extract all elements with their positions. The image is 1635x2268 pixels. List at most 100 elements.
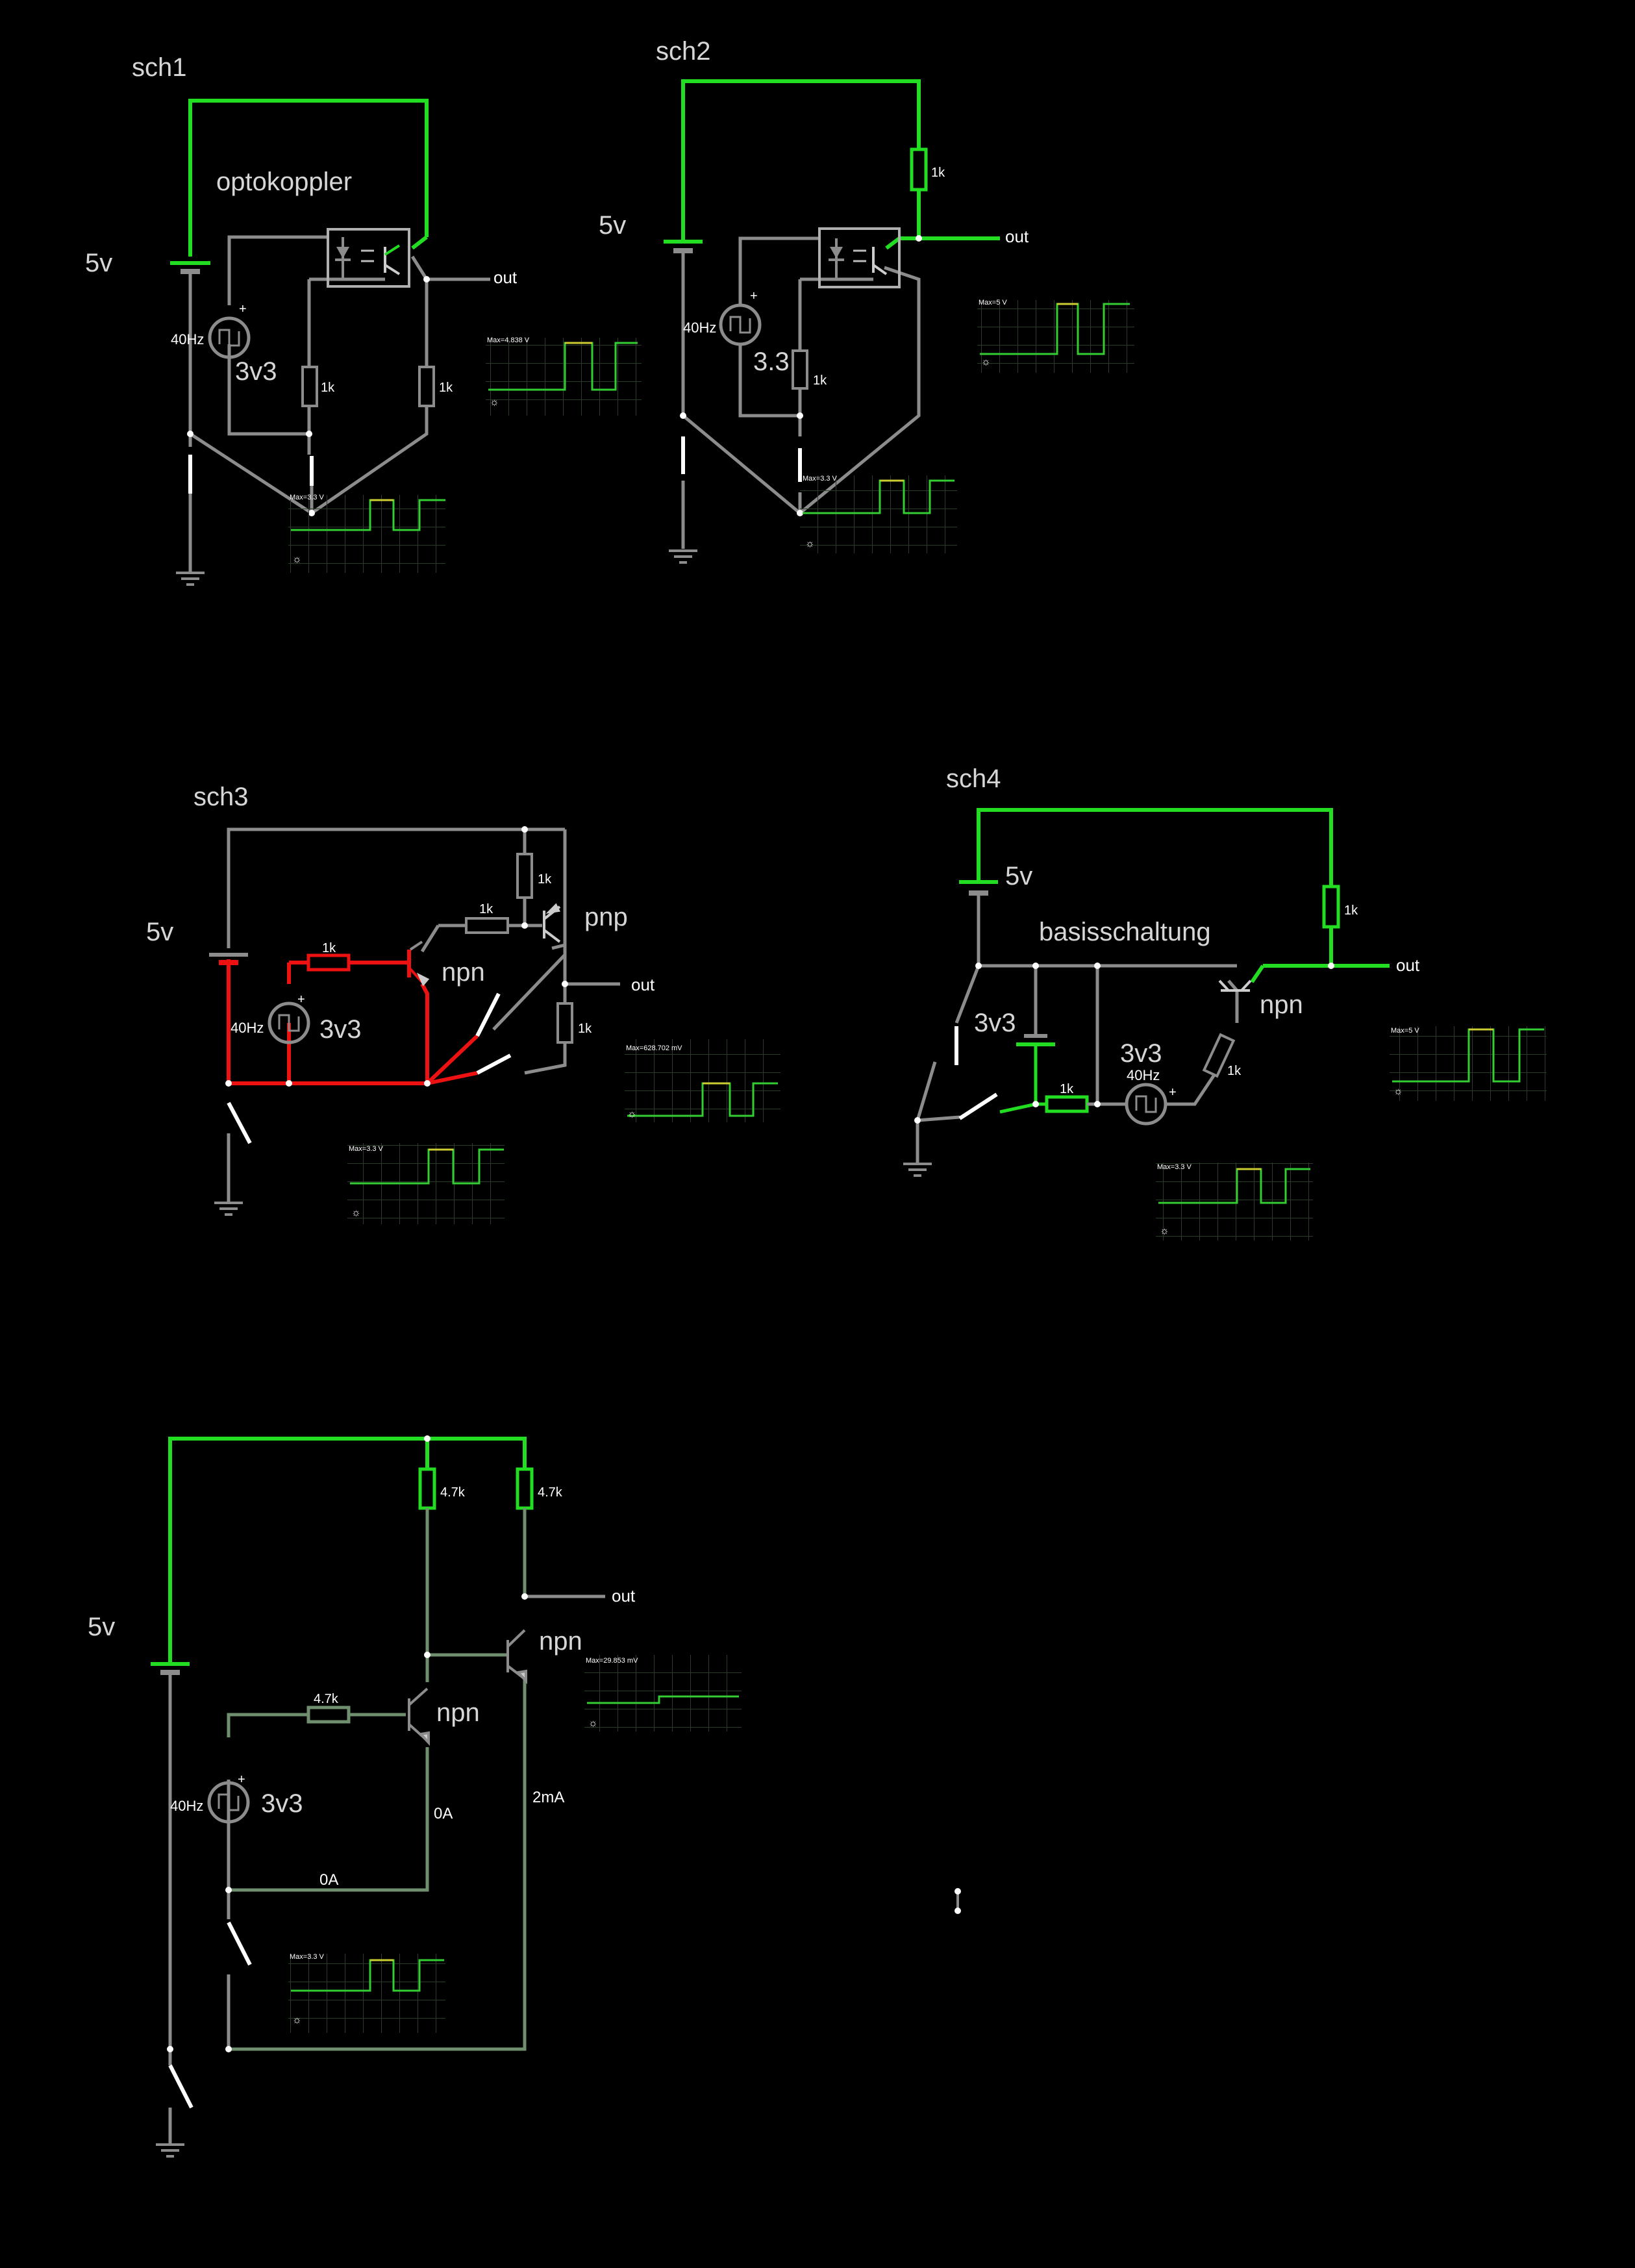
sch3-transistor-npn[interactable]: npn: [409, 940, 485, 987]
sch1-scope-input[interactable]: Max=3.3 V ☼: [288, 494, 445, 573]
svg-text:☼: ☼: [805, 538, 815, 549]
svg-text:☼: ☼: [1160, 1226, 1169, 1237]
sch2-battery[interactable]: [664, 240, 703, 253]
sch3-resistor-input-label: 1k: [322, 941, 336, 955]
sch1-scope-output-max: Max=4.838 V: [487, 336, 530, 344]
sch5-signal-source[interactable]: + 40Hz 3v3: [170, 1772, 303, 1824]
sch3-resistor-base[interactable]: 1k: [465, 902, 509, 934]
sch1-resistor-right-label: 1k: [439, 381, 453, 395]
sch4-out-label: out: [1396, 955, 1420, 975]
sch5-ground-icon: [156, 2143, 184, 2158]
sch4-battery[interactable]: [959, 880, 998, 896]
sch1-signal-source[interactable]: + 40Hz 3v3: [171, 302, 277, 386]
sch1-optocoupler[interactable]: [327, 228, 410, 288]
sch5-supply-wire[interactable]: [168, 1437, 527, 1663]
schematic-sch5: 5v 4.7k 4.7k: [88, 1435, 742, 2158]
sch1-battery[interactable]: [170, 261, 210, 274]
sch2-resistor-top-label: 1k: [931, 166, 945, 180]
sch5-resistor-left[interactable]: 4.7k: [418, 1467, 466, 1510]
sch5-resistor-left-label: 4.7k: [440, 1485, 466, 1500]
sch5-source-freq: 40Hz: [170, 1798, 203, 1814]
sch3-scope-input[interactable]: Max=3.3 V ☼: [347, 1143, 505, 1224]
sch5-scope-input[interactable]: Max=3.3 V ☼: [288, 1953, 445, 2033]
sch5-current-bottom: 0A: [319, 1871, 338, 1889]
sch5-resistor-input-label: 4.7k: [314, 1692, 339, 1706]
sch4-transistor-label: npn: [1260, 990, 1303, 1019]
sch3-scope-output-max: Max=628.702 mV: [626, 1044, 682, 1052]
stray-node[interactable]: [955, 1888, 961, 1914]
sch2-resistor-top[interactable]: 1k: [910, 147, 945, 192]
svg-text:+: +: [1169, 1085, 1177, 1100]
sch5-resistor-right[interactable]: 4.7k: [516, 1467, 563, 1510]
sch3-scope-output[interactable]: Max=628.702 mV ☼: [625, 1039, 780, 1122]
sch1-ground-icon: [176, 572, 205, 586]
sch3-source-freq: 40Hz: [231, 1020, 264, 1036]
svg-text:+: +: [297, 992, 305, 1007]
sch1-source-freq: 40Hz: [171, 331, 204, 347]
sch2-source-volt: 3.3: [753, 347, 790, 376]
sch1-source-volt: 3v3: [235, 357, 277, 386]
sch1-wires[interactable]: [188, 235, 490, 572]
schematic-sch3: sch3 5v: [146, 783, 780, 1224]
sch2-supply-wire[interactable]: [681, 79, 1000, 250]
sch5-battery[interactable]: [151, 1662, 190, 1675]
svg-text:+: +: [239, 302, 247, 316]
sch2-scope-output[interactable]: Max=5 V ☼: [977, 299, 1134, 373]
sch2-scope-output-max: Max=5 V: [979, 299, 1007, 307]
sch2-scope-input-max: Max=3.3 V: [803, 475, 838, 483]
sch4-resistor-diagonal[interactable]: 1k: [1202, 1033, 1242, 1078]
sch5-scope-input-max: Max=3.3 V: [290, 1953, 325, 1961]
sch3-resistor-top[interactable]: 1k: [516, 853, 552, 899]
sch4-source-freq: 40Hz: [1127, 1067, 1160, 1083]
sch4-scope-output-max: Max=5 V: [1391, 1027, 1419, 1035]
sch1-resistor-left[interactable]: 1k: [301, 366, 335, 407]
sch5-transistor-right[interactable]: npn: [506, 1627, 582, 1685]
svg-text:☼: ☼: [292, 2015, 302, 2026]
sch4-scope-input[interactable]: Max=3.3 V ☼: [1156, 1163, 1313, 1241]
sch2-scope-input[interactable]: Max=3.3 V ☼: [800, 475, 957, 553]
sch3-resistor-output[interactable]: 1k: [556, 1002, 592, 1044]
sch1-supply-wire[interactable]: [188, 99, 429, 257]
sch5-switches[interactable]: [168, 1921, 252, 2109]
sch4-scope-output[interactable]: Max=5 V ☼: [1390, 1026, 1547, 1101]
sch5-wires[interactable]: [168, 1594, 605, 2143]
sch3-transistor-pnp[interactable]: pnp: [543, 903, 628, 943]
schematic-sch1: sch1 optokoppler 5v: [85, 53, 642, 586]
sch2-optocoupler[interactable]: [818, 227, 901, 288]
sch5-wires-dim[interactable]: [227, 1508, 527, 2051]
sch4-resistor-diagonal-label: 1k: [1227, 1064, 1242, 1078]
sch4-title: sch4: [946, 764, 1001, 793]
sch4-signal-source[interactable]: + 3v3 40Hz: [1120, 1039, 1177, 1126]
sch2-resistor-mid[interactable]: 1k: [792, 349, 827, 390]
sch3-signal-source[interactable]: + 40Hz 3v3: [231, 992, 362, 1044]
sch4-switches[interactable]: [955, 1026, 998, 1120]
sch3-switches[interactable]: [227, 992, 512, 1144]
sch4-resistor-top[interactable]: 1k: [1322, 885, 1358, 929]
sch1-resistor-right[interactable]: 1k: [418, 366, 453, 407]
sch3-resistor-top-label: 1k: [538, 872, 552, 887]
sch5-resistor-input[interactable]: 4.7k: [306, 1692, 351, 1724]
sch3-resistor-base-label: 1k: [479, 902, 493, 916]
sch4-resistor-top-label: 1k: [1344, 903, 1358, 918]
svg-text:☼: ☼: [490, 397, 499, 408]
svg-text:☼: ☼: [627, 1109, 637, 1120]
sch1-scope-output[interactable]: Max=4.838 V ☼: [486, 336, 642, 416]
sch5-transistor-left[interactable]: npn: [408, 1687, 480, 1746]
svg-text:☼: ☼: [1393, 1086, 1403, 1097]
sch3-battery[interactable]: [209, 953, 248, 965]
sch3-scope-input-max: Max=3.3 V: [349, 1145, 384, 1153]
svg-text:+: +: [238, 1772, 245, 1787]
sch4-transistor[interactable]: npn: [1218, 979, 1303, 1019]
sch2-source-freq: 40Hz: [683, 320, 716, 336]
sch5-scope-output[interactable]: Max=29.853 mV ☼: [584, 1655, 742, 1732]
sch5-resistor-right-label: 4.7k: [538, 1485, 563, 1500]
sch4-bias-battery[interactable]: 3v3: [974, 1009, 1055, 1046]
sch1-supply-label: 5v: [85, 249, 112, 277]
sch4-input-wire[interactable]: [999, 1044, 1047, 1114]
svg-text:☼: ☼: [588, 1718, 598, 1729]
sch3-resistor-input[interactable]: 1k: [306, 941, 351, 972]
sch4-ground-icon: [903, 1163, 932, 1177]
sch2-signal-source[interactable]: + 40Hz 3.3: [683, 289, 790, 376]
sch4-resistor-input[interactable]: 1k: [1045, 1082, 1127, 1113]
